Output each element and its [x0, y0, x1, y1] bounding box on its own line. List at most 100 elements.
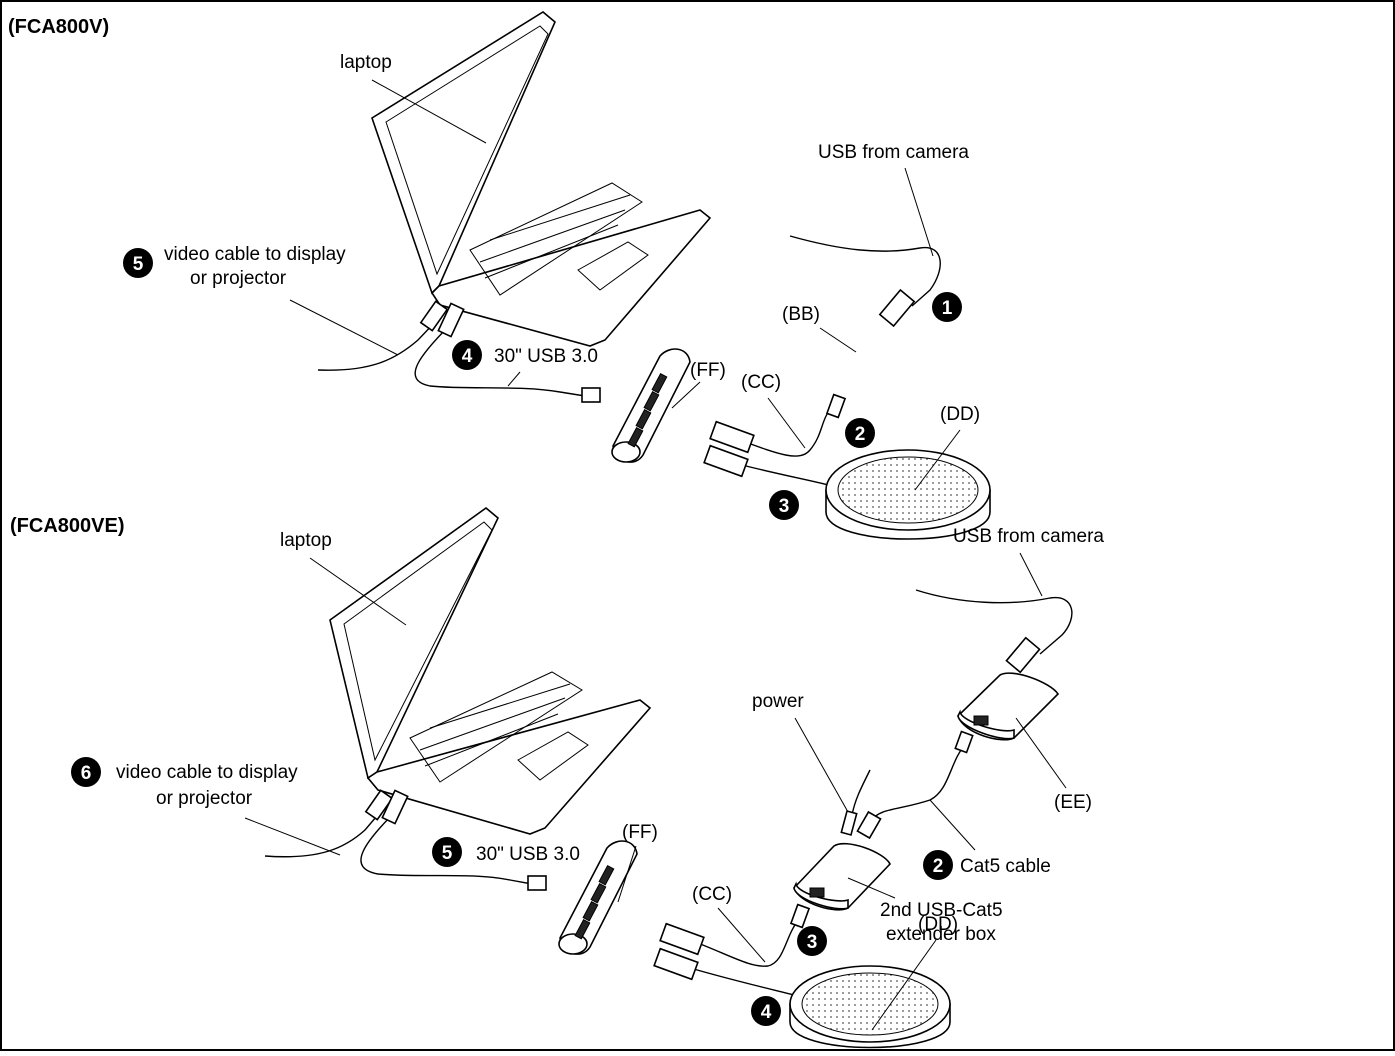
video-cable-leader-line	[289, 299, 399, 356]
usb30-label: 30" USB 3.0	[494, 346, 598, 367]
cc-label: (CC)	[692, 884, 732, 905]
video-cable-label-line1: video cable to display	[164, 244, 346, 265]
speakerphone	[825, 449, 991, 540]
step-3-badge: 3	[769, 490, 799, 520]
video-cable-label-line2: or projector	[156, 788, 253, 809]
cc-leader-line	[767, 397, 806, 449]
usb30-leader-line	[507, 371, 521, 387]
laptop-illustration	[371, 11, 712, 347]
extender-label-line2: extender box	[886, 924, 996, 945]
hub-label: (FF)	[690, 360, 726, 381]
dd-usb-plug	[653, 947, 699, 981]
cc-label: (CC)	[741, 372, 781, 393]
usb-camera-leader-line	[904, 167, 934, 257]
dd-leader-line	[914, 429, 961, 491]
usb-from-camera-label: USB from camera	[818, 142, 969, 163]
hub-leader-line	[671, 381, 701, 409]
laptop-leader-line	[371, 79, 487, 144]
power-label: power	[752, 691, 804, 712]
step-6-badge: 6	[71, 757, 101, 787]
svg-text:4: 4	[462, 346, 473, 367]
extender-box-ee	[957, 672, 1060, 741]
usb-from-camera-label: USB from camera	[953, 526, 1104, 547]
cat5-plug-bottom	[856, 810, 882, 840]
laptop-leader-line	[309, 557, 407, 626]
dd-cable	[679, 964, 799, 997]
cat5-leader-line	[929, 799, 976, 851]
svg-text:4: 4	[761, 1002, 772, 1023]
cc-leader-line	[717, 907, 766, 963]
video-cable-label-line1: video cable to display	[116, 762, 298, 783]
bb-label: (BB)	[782, 304, 820, 325]
dd-usb-plug	[703, 444, 749, 478]
extender-label-line1: 2nd USB-Cat5	[880, 900, 1003, 921]
cc-plug	[789, 903, 811, 929]
section-fca800ve: (FCA800VE) laptop 6 video cable to displ…	[10, 506, 1104, 1049]
extender-box-2nd	[793, 842, 891, 911]
video-cable-plug	[364, 789, 394, 821]
svg-text:2: 2	[855, 424, 866, 445]
camera-usb-plug	[878, 288, 916, 328]
laptop-illustration	[329, 506, 652, 835]
speakerphone	[789, 965, 951, 1049]
step-4-badge: 4	[452, 340, 482, 370]
camera-usb-cable	[789, 235, 941, 307]
cat5-plug-top	[954, 730, 974, 754]
step-4-badge: 4	[751, 996, 781, 1026]
power-plug	[840, 810, 858, 836]
cc-plug	[825, 393, 847, 419]
section-fca800v: (FCA800V) laptop 5 video cable to displa…	[8, 11, 991, 540]
dd-label: (DD)	[940, 404, 980, 425]
hub-label: (FF)	[622, 822, 658, 843]
usb30-plug-a	[381, 789, 409, 825]
step-2-badge: 2	[923, 850, 953, 880]
step-2-badge: 2	[845, 418, 875, 448]
dd-cable	[729, 461, 841, 489]
svg-text:3: 3	[779, 496, 790, 517]
section-title: (FCA800V)	[8, 16, 109, 38]
video-cable-label-line2: or projector	[190, 268, 287, 289]
usb30-plug-b	[581, 387, 601, 403]
usb30-plug-b	[527, 875, 547, 891]
camera-usb-plug	[1005, 636, 1041, 674]
dd-leader-line	[871, 939, 937, 1031]
svg-text:2: 2	[933, 856, 944, 877]
hub-leader-line	[617, 845, 637, 903]
cat5-label: Cat5 cable	[960, 856, 1051, 877]
step-3-badge: 3	[797, 926, 827, 956]
power-cable	[851, 769, 871, 816]
power-leader-line	[794, 717, 849, 813]
usb-camera-leader-line	[1019, 552, 1043, 597]
cat5-cable	[871, 743, 967, 821]
dd-label: (DD)	[918, 914, 958, 935]
laptop-label: laptop	[280, 530, 332, 551]
cc-usb-plug	[709, 420, 755, 454]
usb30-cable	[414, 324, 586, 397]
svg-text:3: 3	[807, 932, 818, 953]
cc-cable	[689, 917, 801, 967]
extender-leader-line	[847, 877, 896, 899]
usb30-plug-a	[437, 302, 465, 338]
video-cable	[317, 319, 438, 371]
step-5-badge: 5	[123, 248, 153, 278]
svg-text:6: 6	[81, 763, 92, 784]
ee-leader-line	[1015, 717, 1067, 789]
usb30-label: 30" USB 3.0	[476, 844, 580, 865]
camera-usb-cable	[915, 589, 1073, 655]
bb-leader-line	[819, 327, 857, 353]
section-title: (FCA800VE)	[10, 515, 124, 537]
svg-text:5: 5	[133, 254, 144, 275]
usb-hub	[611, 348, 691, 463]
video-cable-leader-line	[244, 817, 341, 856]
cc-usb-plug	[659, 922, 705, 956]
laptop-label: laptop	[340, 52, 392, 73]
video-cable	[264, 809, 383, 858]
usb30-cable	[360, 811, 533, 885]
svg-text:5: 5	[442, 843, 453, 864]
usb-hub	[558, 840, 638, 955]
ee-label: (EE)	[1054, 792, 1092, 813]
step-5-badge: 5	[432, 837, 462, 867]
